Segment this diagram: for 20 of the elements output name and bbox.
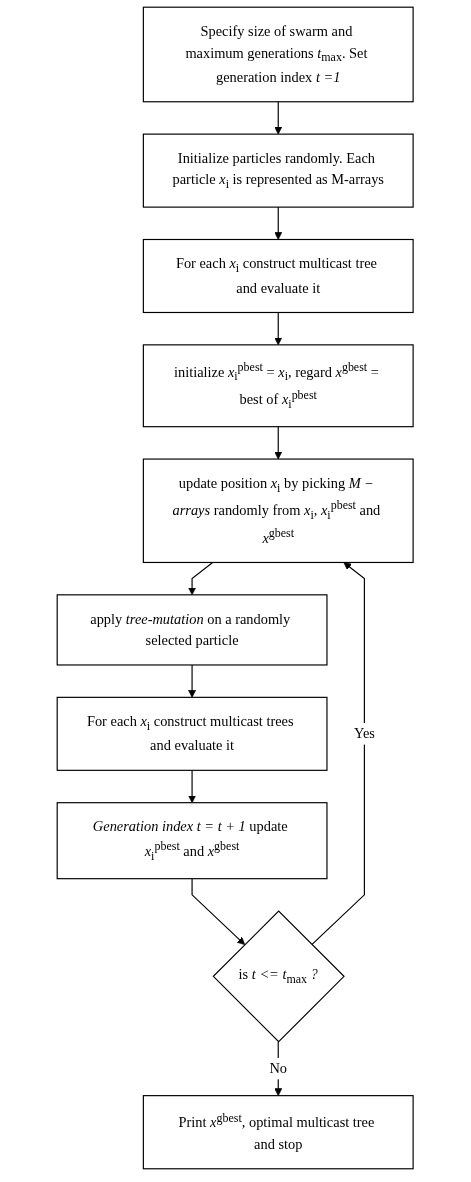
arrow xyxy=(188,664,197,698)
arrow xyxy=(191,878,246,945)
node-box: Generation index t = t + 1 update x$_{i}$$^{pbest}$ and x$^{gbest}$ xyxy=(56,802,328,880)
edge-label: Yes xyxy=(354,725,376,742)
node-box: Initialize particles randomly. Each particle x$_{i}$ is represented as M-arrays xyxy=(143,133,415,208)
node-box: For each x$_{i}$ construct multicast tree and evaluate it xyxy=(143,238,415,314)
arrow xyxy=(274,206,283,240)
node-box: Specify size of swarm and maximum generations t$_{max}$. Set generation index t =1 xyxy=(143,6,415,103)
arrow xyxy=(188,769,197,804)
node-box: Print x$^{gbest}$, optimal multicast tree and stop xyxy=(143,1095,415,1170)
arrow xyxy=(274,101,283,135)
node-diamond: is t <= t$_{max}$ ? xyxy=(212,910,346,1043)
arrow xyxy=(188,561,214,596)
node-box: apply tree-mutation on a randomly selected particle xyxy=(56,594,328,666)
edge-label: No xyxy=(269,1060,288,1076)
arrow xyxy=(274,311,283,346)
node-box: For each x$_{i}$ construct multicast trees and evaluate it xyxy=(56,696,328,771)
arrow xyxy=(274,426,283,460)
arrow xyxy=(311,562,366,946)
node-box: update position x$_{i}$ by picking M − arrays randomly from x$_{i}$, x$_{i}$$^{pbest}$ and x$^{gbest}$ xyxy=(143,458,415,564)
